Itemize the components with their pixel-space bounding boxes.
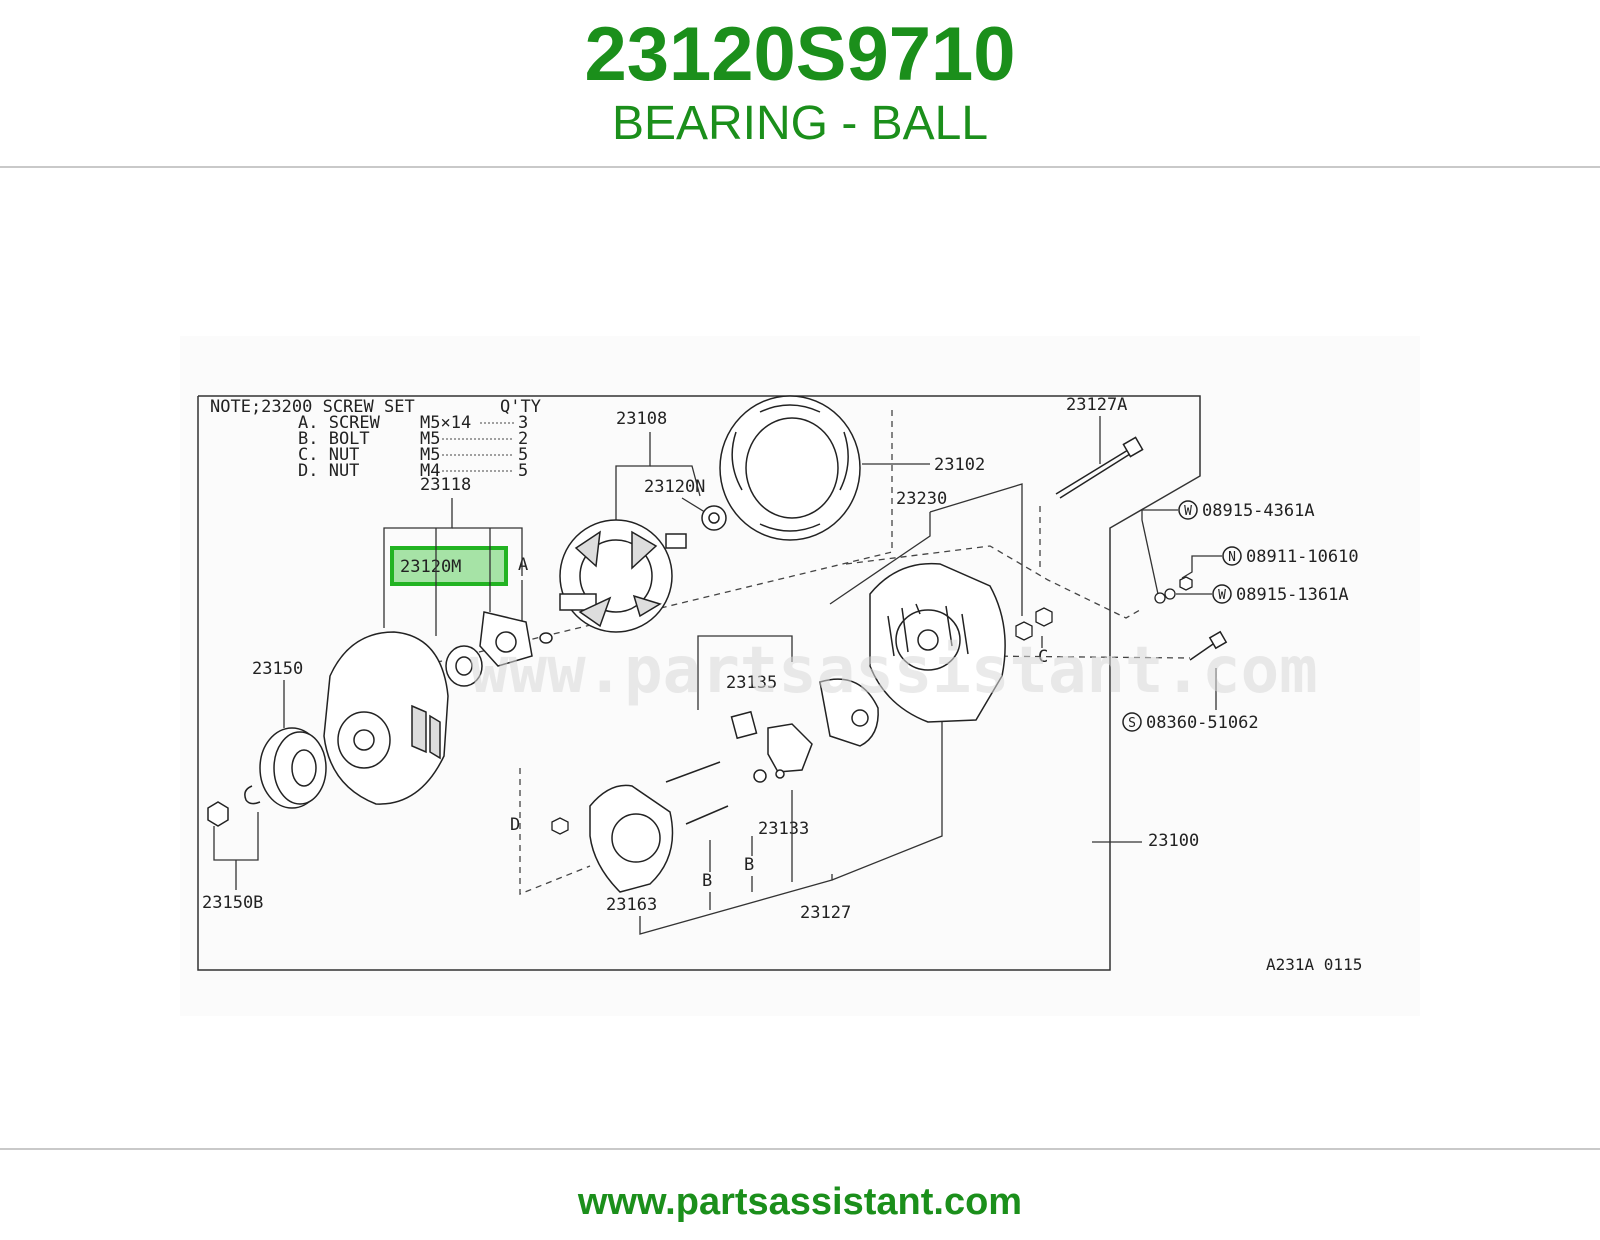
pulley-23150 [259,727,327,809]
watermark-text: www.partsassistant.com [470,634,1318,708]
note-table: NOTE;23200 SCREW SET Q'TY A. SCREW M5×14… [210,397,541,481]
rotor-23108 [559,519,687,633]
nut-23150B [207,785,261,827]
label-23230: 23230 [896,489,947,509]
regulator-23135 [730,710,813,783]
label-B-left: B [702,871,712,891]
circle-n [1222,546,1242,566]
rear-cover-23163 [589,784,674,893]
note-row-b-qty: 2 [518,429,528,449]
part-labels: 23108 23102 23127A 23118 23120N 23230 23… [202,395,1362,974]
circled-symbols [1122,500,1242,732]
note-row-c-qty: 5 [518,445,528,465]
label-23118: 23118 [420,475,471,495]
bearing-23120N [701,505,727,531]
part-name-subtitle: BEARING - BALL [611,97,989,150]
label-23150B: 23150B [202,893,263,913]
label-23100: 23100 [1148,831,1199,851]
note-row-a-qty: 3 [518,413,528,433]
label-23108: 23108 [616,409,667,429]
nut-D [551,817,569,835]
page-header: 23120S9710 BEARING - BALL [0,0,1600,168]
label-23133: 23133 [758,819,809,839]
leader-lines [213,416,1222,935]
note-row-d-id: D. NUT [298,461,359,481]
circle-letter-s: S [1128,716,1136,731]
label-08915-4361A: 08915-4361A [1202,501,1315,521]
note-row-b-id: B. BOLT [298,429,370,449]
label-23150: 23150 [252,659,303,679]
note-row-b-size: M5 [420,429,440,449]
note-row-a-size: M5×14 [420,413,471,433]
circle-letter-n: N [1228,550,1236,565]
assembly-dashed-outline [379,410,1191,895]
label-23102: 23102 [934,455,985,475]
ball-bearing-23120M[interactable] [445,645,483,687]
label-08360-51062: 08360-51062 [1146,713,1259,733]
label-23135: 23135 [726,673,777,693]
header-divider [0,166,1600,168]
diagram-frame [197,395,1201,971]
label-D: D [510,815,520,835]
label-23120N: 23120N [644,477,705,497]
label-08911-10610: 08911-10610 [1246,547,1359,567]
rear-housing-23230 [869,562,1006,723]
fasteners-washers [1154,576,1193,604]
label-A: A [518,555,528,575]
rectifier-23133 [819,678,879,747]
label-C: C [1038,647,1048,667]
circled-letters: W N W S [1128,504,1236,731]
label-23120M[interactable]: 23120M [400,557,461,577]
label-B-right: B [744,855,754,875]
bolt-08360 [1189,630,1228,661]
footer-divider [0,1148,1600,1150]
circle-w-1 [1178,500,1198,520]
diagram-code: A231A 0115 [1266,955,1362,974]
label-08915-1361A: 08915-1361A [1236,585,1349,605]
note-row-d-size: M4 [420,461,440,481]
note-leaders [442,422,514,472]
retainer-plate [479,611,553,667]
highlighted-part-box[interactable] [390,546,508,586]
note-row-a-id: A. SCREW [298,413,381,433]
through-bolt-23127A [1055,436,1144,499]
parts-diagram: NOTE;23200 SCREW SET Q'TY A. SCREW M5×14… [180,336,1420,1016]
note-title: NOTE;23200 SCREW SET [210,397,415,417]
note-row-c-id: C. NUT [298,445,359,465]
front-housing [323,631,449,805]
exploded-view-svg: NOTE;23200 SCREW SET Q'TY A. SCREW M5×14… [197,395,1362,974]
note-row-d-qty: 5 [518,461,528,481]
footer-website-link[interactable]: www.partsassistant.com [577,1181,1023,1223]
part-number-title: 23120S9710 [584,12,1016,97]
note-row-c-size: M5 [420,445,440,465]
circle-letter-w-2: W [1218,588,1226,603]
stator-23102 [719,395,861,541]
nuts-C [1015,607,1053,641]
label-23127: 23127 [800,903,851,923]
circle-w-2 [1212,584,1232,604]
label-23163: 23163 [606,895,657,915]
note-qty-header: Q'TY [500,397,541,417]
circle-s [1122,712,1142,732]
circle-letter-w-1: W [1184,504,1192,519]
b-bolts [665,761,729,825]
label-23127A: 23127A [1066,395,1127,415]
